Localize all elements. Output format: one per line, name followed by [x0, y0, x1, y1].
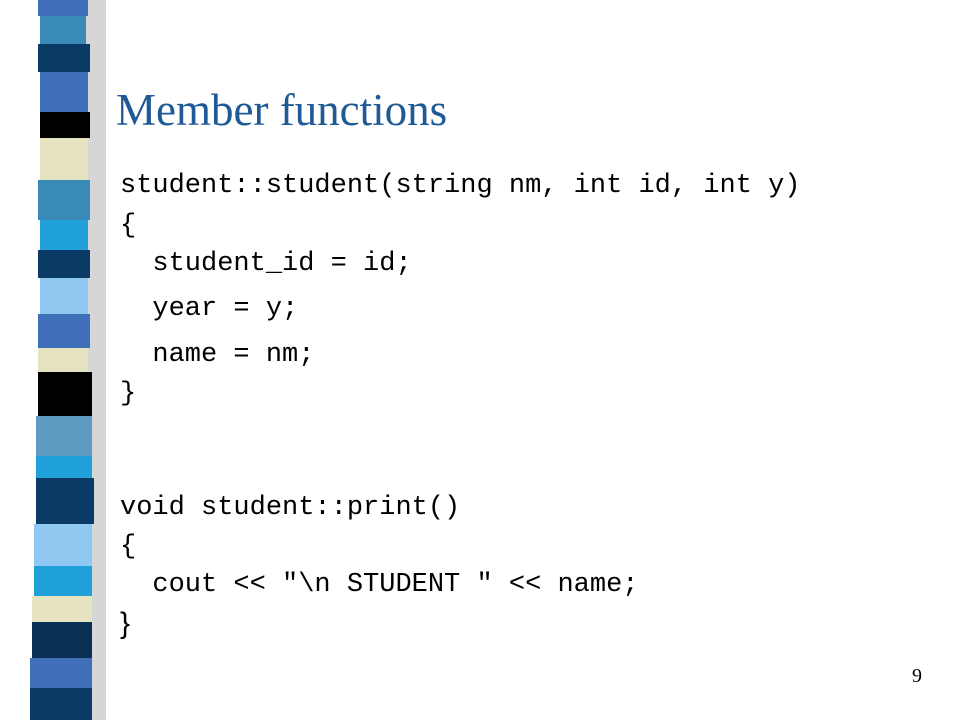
- slide-title: Member functions: [116, 85, 448, 135]
- decorative-stripe-bar: [0, 0, 110, 720]
- stripe-band: [38, 44, 90, 72]
- stripe-band: [36, 416, 92, 456]
- stripe-band: [34, 566, 92, 596]
- stripe-band: [38, 0, 88, 16]
- stripe-band: [32, 622, 92, 658]
- code-line-assign-year: year = y;: [120, 294, 299, 324]
- stripe-band: [36, 456, 92, 478]
- code-line-cout: cout << "\n STUDENT " << name;: [120, 570, 639, 600]
- stripe-band: [40, 138, 88, 180]
- stripe-band: [40, 112, 90, 138]
- code-line-close-brace: }: [120, 379, 137, 409]
- stripe-graphic: [30, 0, 106, 720]
- stripe-band: [40, 16, 86, 44]
- code-line-print-signature: void student::print(): [120, 493, 461, 523]
- stripe-band: [38, 250, 90, 278]
- slide-number: 9: [912, 665, 922, 687]
- stripe-band: [30, 688, 92, 720]
- stripe-band: [38, 348, 88, 372]
- stripe-band: [40, 72, 88, 112]
- stripe-band: [32, 596, 92, 622]
- code-line-constructor-signature: student::student(string nm, int id, int …: [120, 171, 801, 201]
- stripe-band: [38, 314, 90, 348]
- code-line-close-brace-2: }: [120, 607, 131, 640]
- stripe-band: [34, 524, 92, 566]
- stripe-band: [38, 180, 90, 220]
- code-line-assign-name: name = nm;: [120, 340, 315, 370]
- stripe-band: [40, 278, 88, 314]
- stripe-band: [30, 658, 92, 688]
- stripe-band: [40, 220, 88, 250]
- code-line-assign-id: student_id = id;: [120, 249, 412, 279]
- code-line-open-brace: {: [120, 211, 137, 241]
- code-line-open-brace-2: {: [120, 532, 137, 562]
- stripe-band: [38, 372, 92, 416]
- stripe-band: [36, 478, 94, 524]
